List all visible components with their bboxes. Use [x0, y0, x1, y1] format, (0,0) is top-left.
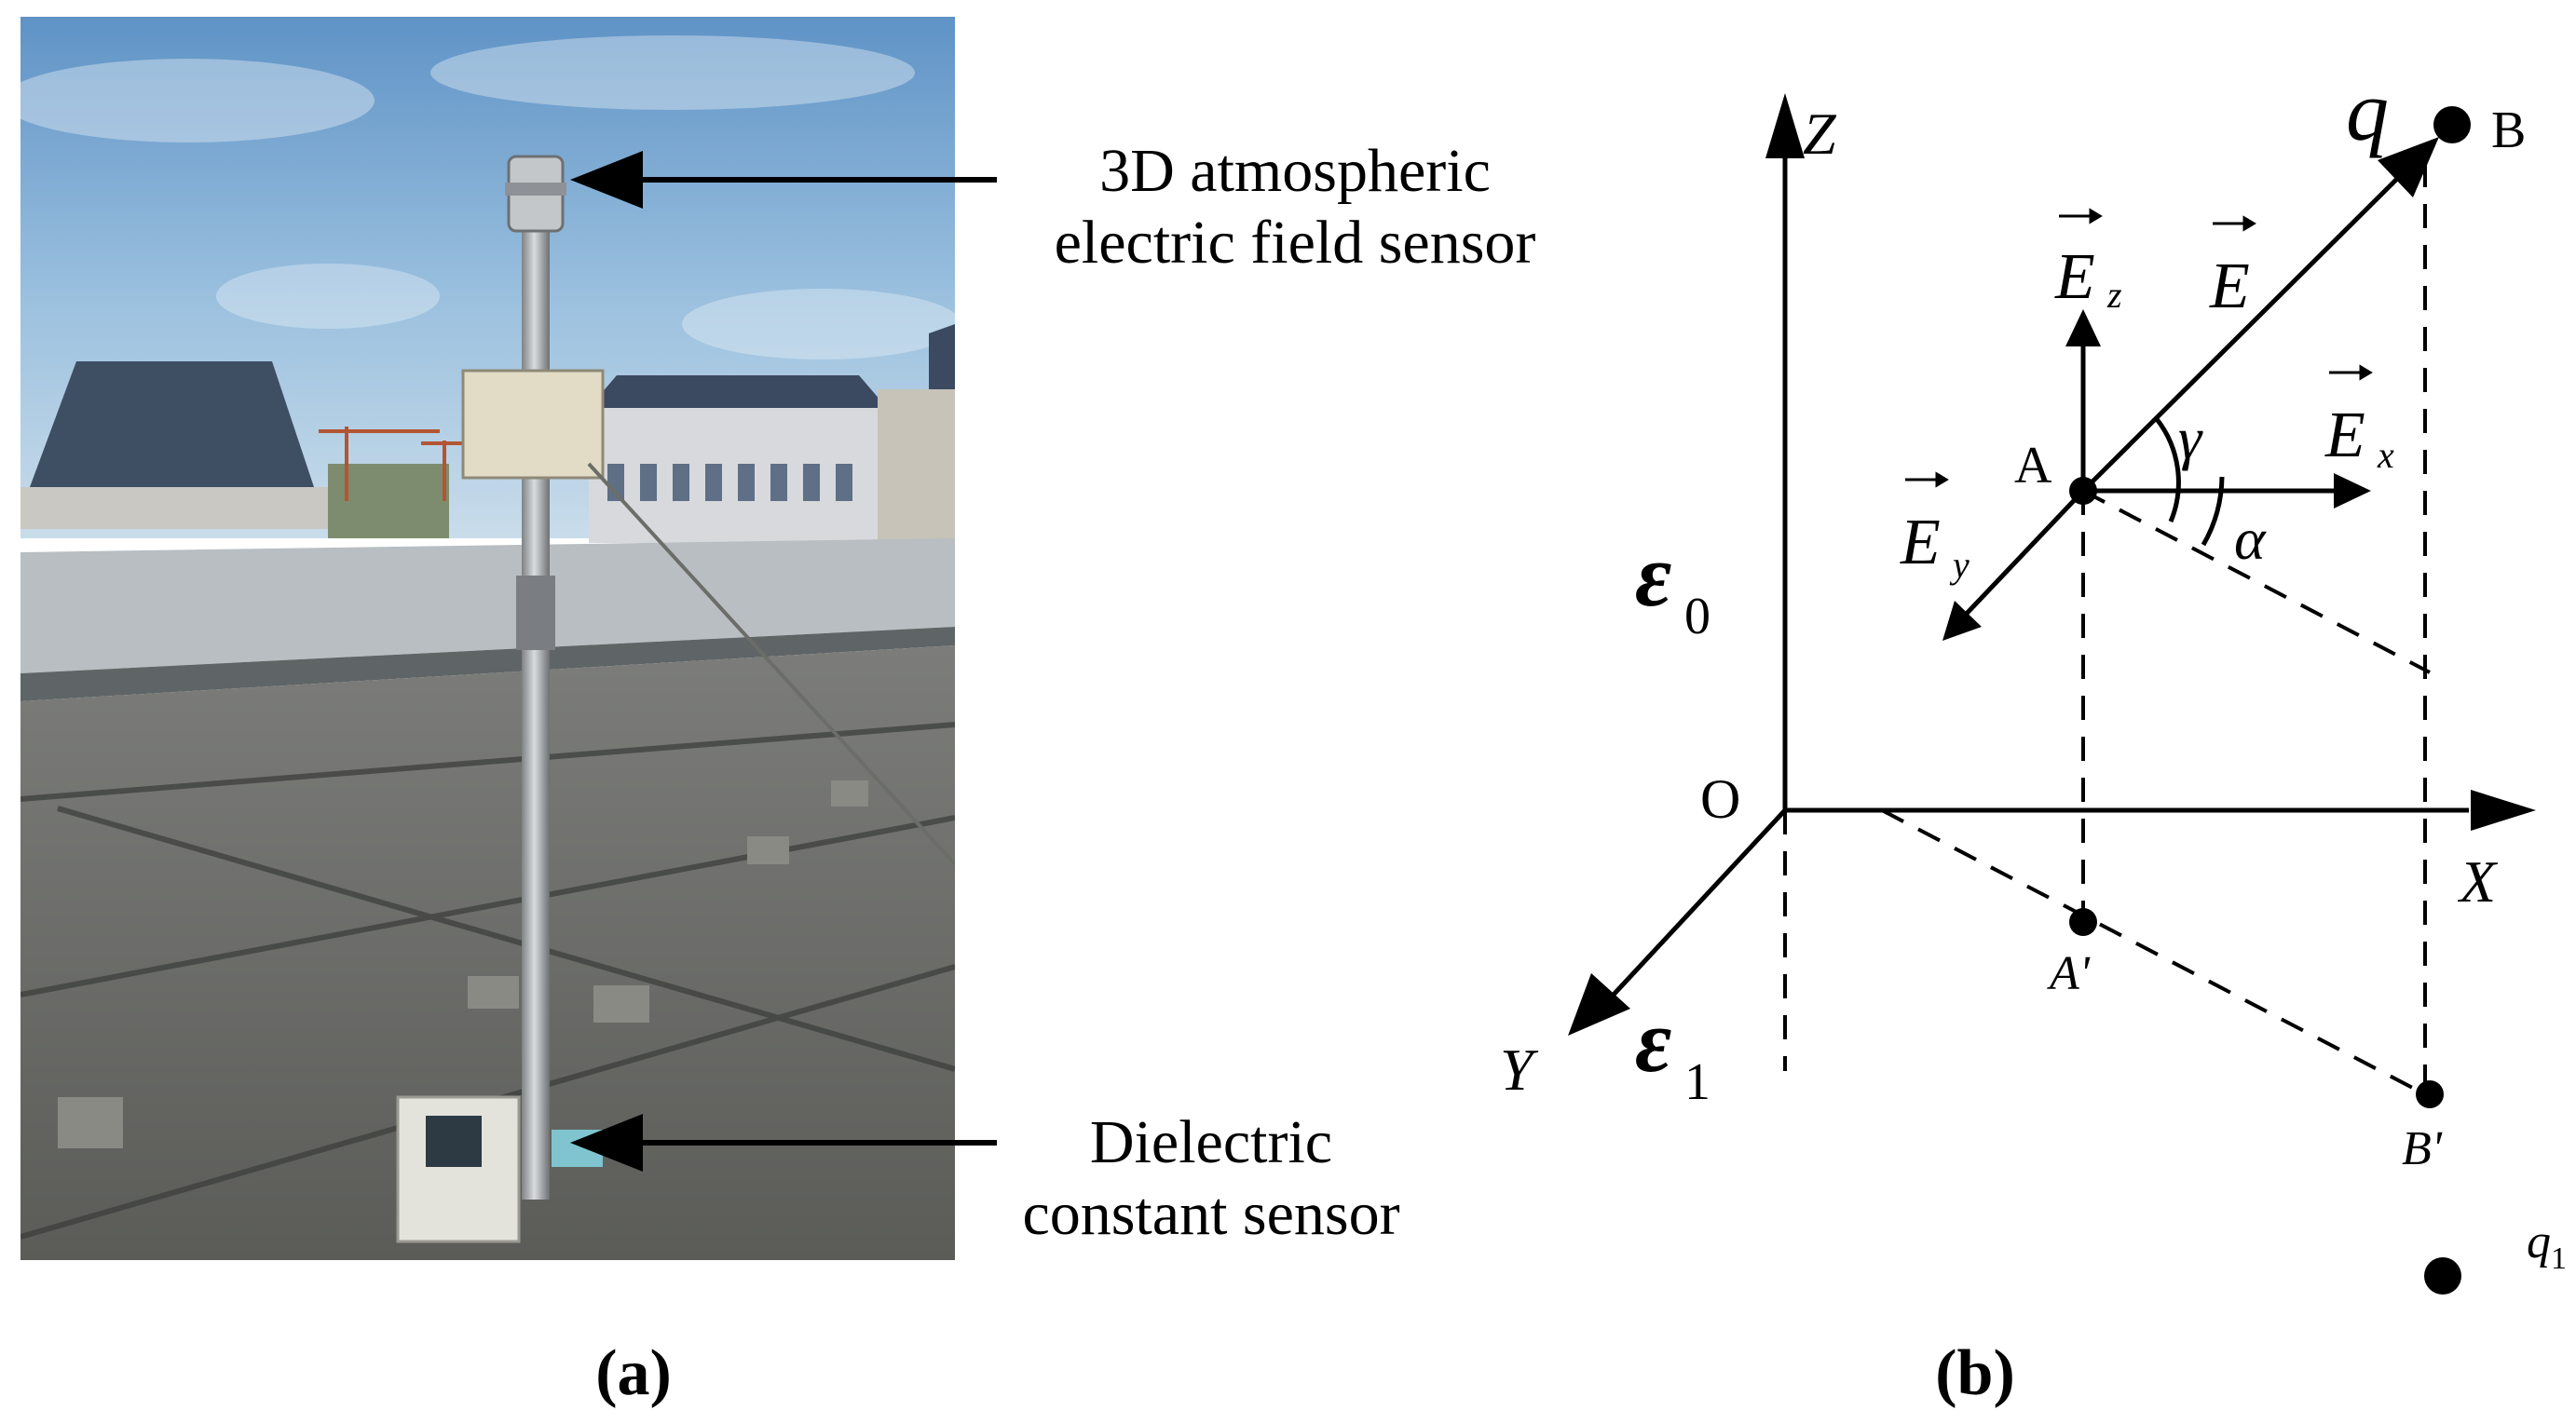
medium-upper-symbol: ε — [1635, 525, 1671, 625]
angle-gamma-arc — [2155, 417, 2181, 522]
panel-a-label: (a) — [595, 1337, 672, 1409]
medium-lower-symbol: ε — [1635, 991, 1671, 1091]
point-a-prime — [2069, 908, 2097, 936]
ez-arrowhead — [2065, 309, 2101, 346]
point-label-b-prime: B' — [2402, 1122, 2443, 1175]
medium-lower-sub: 1 — [1684, 1053, 1711, 1111]
point-label-a: A — [2014, 437, 2052, 495]
y-arrowhead — [1568, 973, 1630, 1036]
point-b-prime — [2416, 1080, 2444, 1108]
junction-box — [461, 369, 605, 480]
vector-label-ey: E — [1900, 507, 1941, 578]
axis-label-y: Y — [1500, 1037, 1539, 1103]
x-arrowhead — [2471, 790, 2536, 831]
medium-upper-sub: 0 — [1684, 588, 1711, 645]
angle-alpha-arc — [2201, 476, 2225, 547]
vector-label-e: E — [2209, 251, 2250, 322]
roof-surface — [20, 645, 955, 1260]
y-axis — [1610, 808, 1787, 998]
angle-label-alpha: α — [2234, 506, 2267, 572]
angle-label-gamma: γ — [2178, 405, 2203, 471]
vector-label-ey-sub: y — [1949, 544, 1969, 586]
ex-arrowhead — [2334, 473, 2371, 509]
vector-label-ez: E — [2054, 241, 2095, 313]
point-label-b: B — [2491, 102, 2526, 159]
callout-dielectric-line2: constant sensor — [1022, 1180, 1400, 1249]
vector-label-ex: E — [2324, 400, 2365, 471]
rooftop-photo — [20, 17, 955, 1260]
point-q1 — [2424, 1257, 2461, 1295]
vector-ey — [1959, 489, 2085, 621]
arrowhead-top — [570, 151, 643, 209]
point-a — [2069, 477, 2097, 505]
building-dark-roof — [30, 361, 314, 487]
vector-e — [2081, 161, 2415, 493]
dash-floor — [1881, 808, 2426, 1096]
panel-b-label: (b) — [1935, 1337, 2015, 1409]
point-label-a-prime: A' — [2047, 947, 2091, 1000]
axis-label-x: X — [2457, 848, 2499, 915]
charge-label-q1-sub: 1 — [2551, 1241, 2567, 1276]
callout-dielectric-sensor: Dielectric constant sensor — [932, 1106, 1491, 1250]
callout-field-sensor-line2: electric field sensor — [1054, 209, 1536, 278]
origin-label: O — [1700, 768, 1740, 830]
charge-label-q1: q — [2527, 1215, 2551, 1268]
callout-field-sensor: 3D atmospheric electric field sensor — [1015, 135, 1574, 278]
z-arrowhead — [1765, 93, 1805, 158]
arrowhead-bottom — [570, 1114, 643, 1172]
ey-arrowhead — [1942, 601, 1982, 641]
axis-label-z: Z — [1803, 101, 1837, 167]
e-arrowhead — [2378, 137, 2439, 197]
vector-label-ez-sub: z — [2106, 274, 2122, 316]
callout-field-sensor-line1: 3D atmospheric — [1099, 137, 1491, 205]
parapet-wall — [20, 538, 955, 673]
point-b — [2433, 106, 2471, 143]
callout-dielectric-line1: Dielectric — [1089, 1108, 1333, 1176]
vector-label-ex-sub: x — [2377, 434, 2394, 476]
charge-label-q: q — [2346, 63, 2389, 158]
